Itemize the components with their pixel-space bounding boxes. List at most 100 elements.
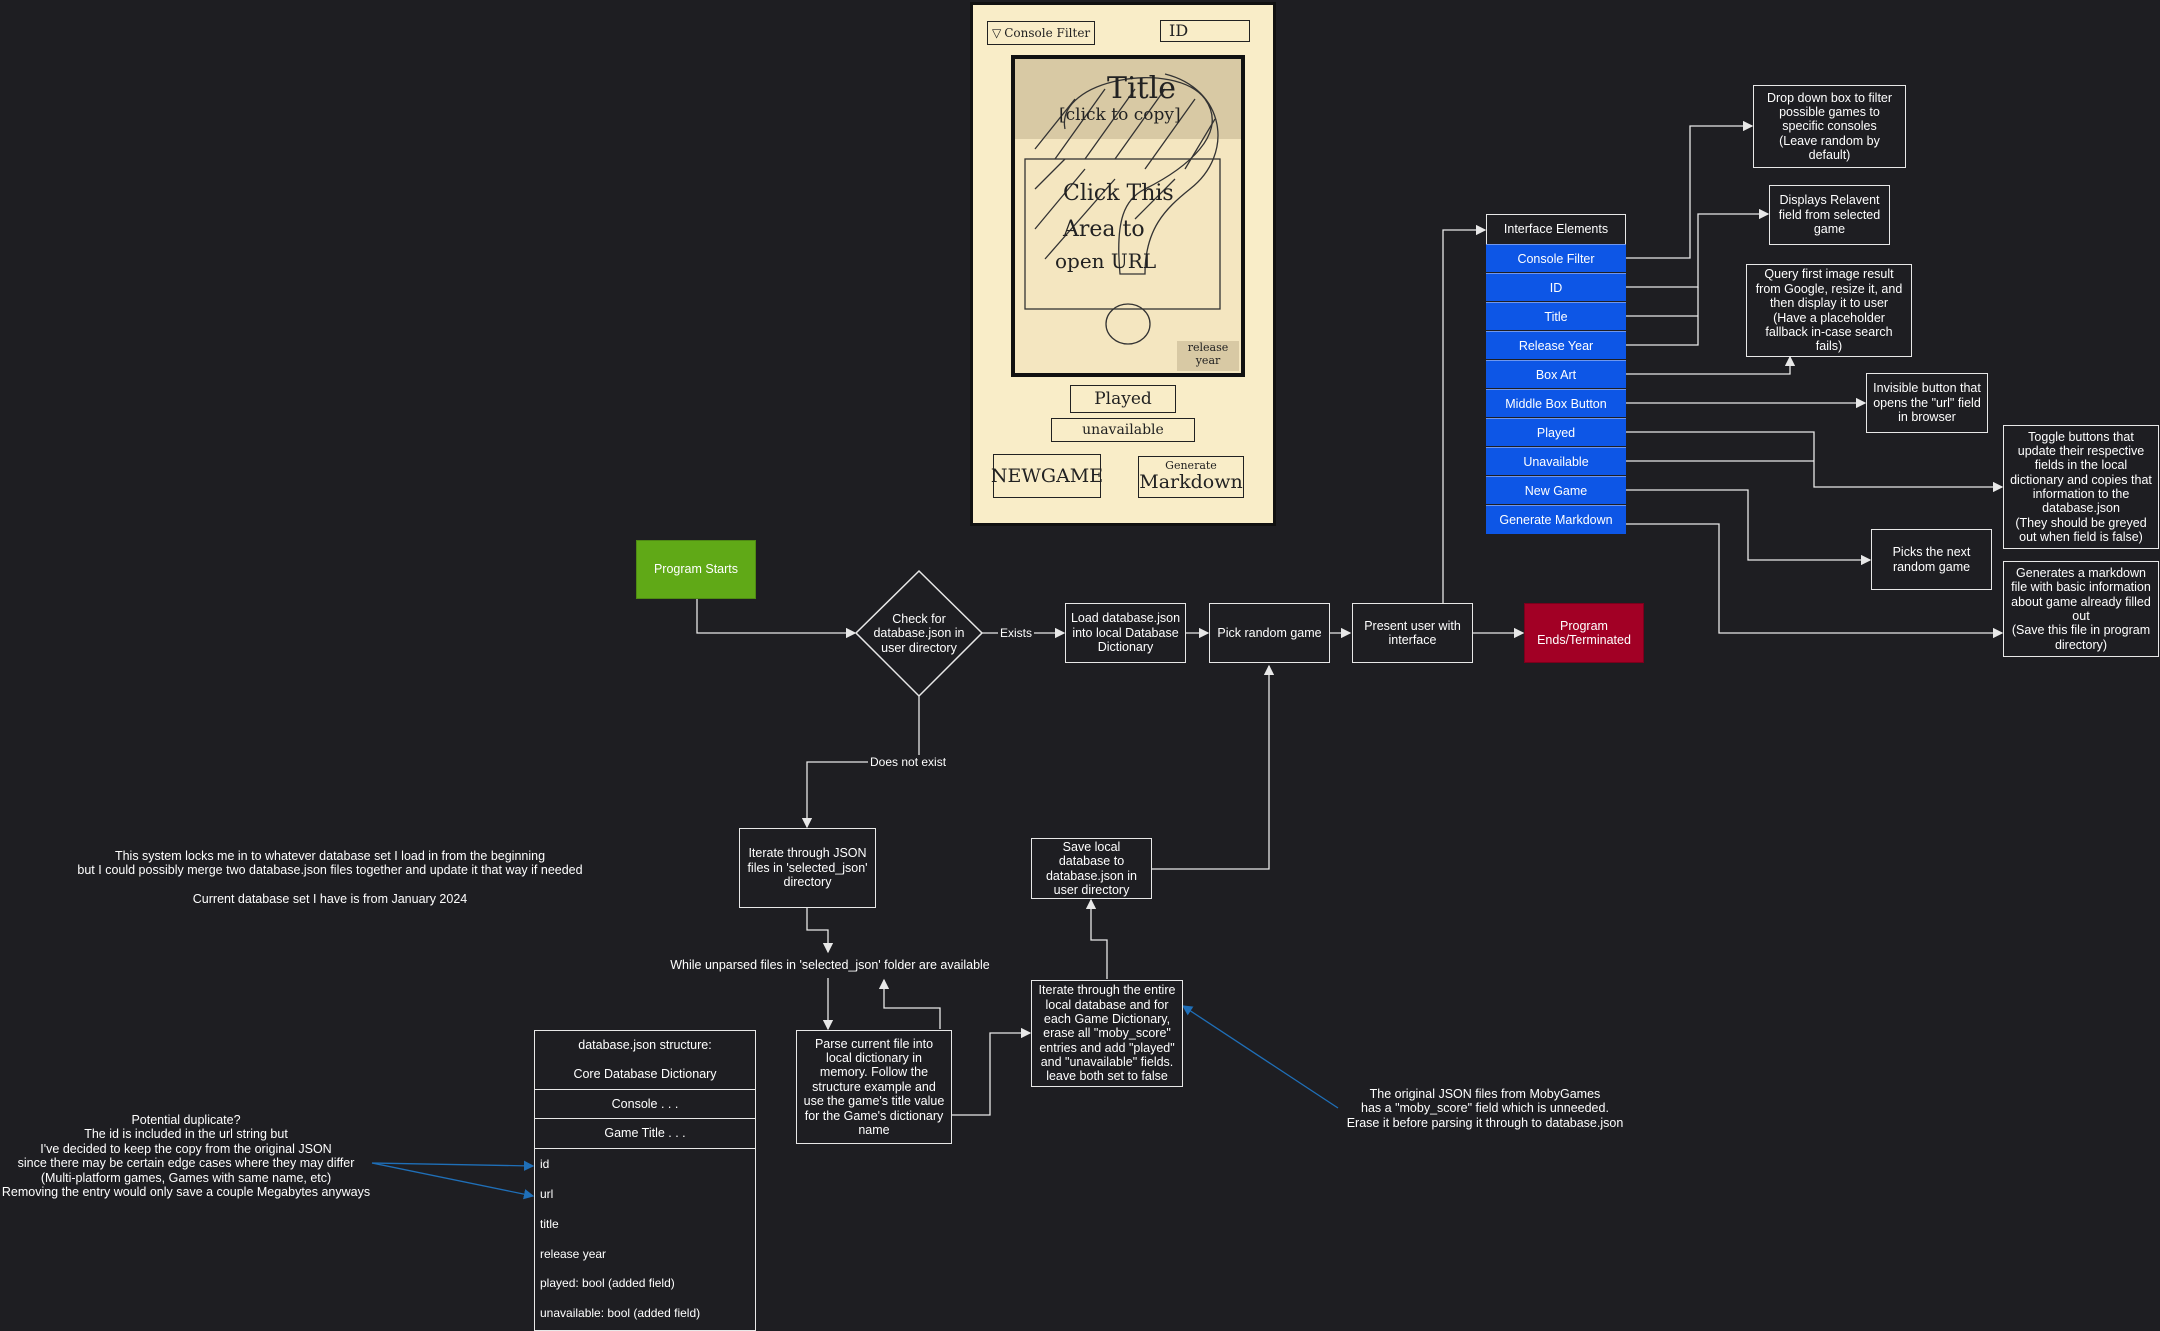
program-starts-node: Program Starts bbox=[636, 540, 756, 599]
sketch-unavailable: unavailable bbox=[1051, 418, 1195, 442]
edge-played bbox=[1626, 431, 2004, 493]
edge-iterate-to-while bbox=[806, 908, 834, 954]
edge-iterate-db-to-save bbox=[1085, 898, 1108, 979]
while-unparsed-label: While unparsed files in 'selected_json' … bbox=[670, 958, 990, 972]
interface-item-console-filter: Console Filter bbox=[1486, 244, 1626, 272]
note-arrow-url bbox=[371, 1162, 535, 1200]
interface-item-played: Played bbox=[1486, 418, 1626, 446]
sketch-title-hint: [click to copy] bbox=[1059, 105, 1181, 125]
load-database-node: Load database.json into local Database D… bbox=[1065, 603, 1186, 663]
sketch-played: Played bbox=[1070, 385, 1176, 413]
db-field-id: id bbox=[540, 1157, 550, 1171]
sketch-click-2: Area to bbox=[1063, 217, 1145, 242]
db-structure-title: database.json structure: bbox=[578, 1038, 712, 1053]
edge-generate-markdown bbox=[1626, 523, 2004, 639]
program-starts-label: Program Starts bbox=[653, 562, 739, 577]
program-ends-node: Program Ends/Terminated bbox=[1524, 603, 1644, 663]
sketch-click-1: Click This bbox=[1063, 181, 1174, 206]
pick-random-node: Pick random game bbox=[1209, 603, 1330, 663]
iterate-json-label: Iterate through JSON files in 'selected_… bbox=[747, 846, 868, 890]
sketch-played-label: Played bbox=[1094, 389, 1152, 409]
desc-invisible-button: Invisible button that opens the "url" fi… bbox=[1866, 373, 1988, 433]
parse-file-node: Parse current file into local dictionary… bbox=[796, 1030, 952, 1144]
db-core-row: Core Database Dictionary bbox=[534, 1060, 756, 1090]
desc-next-random: Picks the next random game bbox=[1871, 529, 1992, 590]
db-fields-container bbox=[534, 1148, 756, 1331]
present-interface-label: Present user with interface bbox=[1364, 618, 1461, 647]
sketch-generate-2: Markdown bbox=[1139, 471, 1243, 493]
desc-displays-text: Displays Relavent field from selected ga… bbox=[1778, 193, 1881, 237]
desc-dropdown: Drop down box to filter possible games t… bbox=[1753, 85, 1906, 168]
sketch-release-year: release year bbox=[1177, 341, 1239, 371]
db-core-label: Core Database Dictionary bbox=[573, 1067, 717, 1082]
program-ends-label: Program Ends/Terminated bbox=[1537, 618, 1631, 647]
interface-item-id: ID bbox=[1486, 273, 1626, 301]
edge-save-to-pick bbox=[1152, 664, 1275, 870]
interface-item-middle-box-button: Middle Box Button bbox=[1486, 389, 1626, 417]
desc-displays: Displays Relavent field from selected ga… bbox=[1769, 185, 1890, 245]
sketch-generate-markdown: Generate Markdown bbox=[1138, 456, 1244, 498]
interface-item-box-art: Box Art bbox=[1486, 360, 1626, 388]
db-field-url: url bbox=[540, 1187, 554, 1201]
sketch-box-art: Title [click to copy] Click This Area to… bbox=[1011, 55, 1245, 377]
load-database-label: Load database.json into local Database D… bbox=[1070, 611, 1181, 655]
interface-item-unavailable: Unavailable bbox=[1486, 447, 1626, 475]
desc-dropdown-text: Drop down box to filter possible games t… bbox=[1766, 90, 1893, 163]
present-interface-node: Present user with interface bbox=[1352, 603, 1473, 663]
edge-release-year bbox=[1626, 287, 1699, 346]
sketch-console-filter: ▽ Console Filter bbox=[987, 21, 1095, 45]
decision-diamond bbox=[854, 569, 984, 698]
sketch-title: Title bbox=[1107, 71, 1177, 106]
edge-box-art bbox=[1626, 355, 1796, 375]
iterate-database-node: Iterate through the entire local databas… bbox=[1031, 980, 1183, 1087]
db-console-label: Console . . . bbox=[611, 1096, 679, 1111]
interface-item-release-year: Release Year bbox=[1486, 331, 1626, 359]
interface-elements-title: Interface Elements bbox=[1503, 222, 1609, 237]
note-arrow-moby bbox=[1181, 1005, 1339, 1109]
desc-markdown-text: Generates a markdown file with basic inf… bbox=[2011, 565, 2151, 652]
triangle-icon: ▽ bbox=[992, 26, 1002, 40]
note-moby-score: The original JSON files from MobyGames h… bbox=[1346, 1087, 1624, 1130]
desc-toggle-text: Toggle buttons that update their respect… bbox=[2010, 429, 2152, 545]
pick-random-label: Pick random game bbox=[1217, 625, 1322, 640]
sketch-click-3: open URL bbox=[1055, 249, 1157, 273]
db-field-played: played: bool (added field) bbox=[540, 1276, 675, 1290]
parse-file-label: Parse current file into local dictionary… bbox=[803, 1036, 945, 1137]
edge-present-to-interface bbox=[1442, 224, 1487, 603]
note-lock-in: This system locks me in to whatever data… bbox=[77, 849, 583, 907]
edge-id bbox=[1626, 208, 1770, 288]
sketch-id-label: ID bbox=[1169, 21, 1189, 40]
sketch-release-year-2: year bbox=[1195, 354, 1221, 367]
desc-markdown: Generates a markdown file with basic inf… bbox=[2003, 561, 2159, 657]
note-arrow-id bbox=[371, 1160, 535, 1172]
sketch-new-game: NEWGAME bbox=[990, 454, 1104, 498]
iterate-database-label: Iterate through the entire local databas… bbox=[1038, 983, 1176, 1084]
check-database-label: Check for database.json in user director… bbox=[873, 612, 965, 655]
save-database-node: Save local database to database.json in … bbox=[1031, 838, 1152, 899]
desc-invisible-button-text: Invisible button that opens the "url" fi… bbox=[1873, 381, 1981, 425]
does-not-exist-label: Does not exist bbox=[868, 755, 949, 769]
desc-toggle: Toggle buttons that update their respect… bbox=[2003, 425, 2159, 549]
question-mark-doodle bbox=[1024, 73, 1221, 345]
edge-new-game bbox=[1626, 489, 1872, 566]
desc-query-image-text: Query first image result from Google, re… bbox=[1755, 267, 1903, 354]
exists-label: Exists bbox=[998, 626, 1035, 640]
db-field-title: title bbox=[540, 1217, 559, 1231]
sketch-release-year-1: release bbox=[1187, 341, 1229, 354]
desc-next-random-text: Picks the next random game bbox=[1892, 545, 1971, 574]
edge-parse-to-iterate-db bbox=[952, 1027, 1032, 1116]
sketch-generate-1: Generate bbox=[1165, 459, 1217, 472]
sketch-unavailable-label: unavailable bbox=[1082, 422, 1164, 438]
db-field-unavailable: unavailable: bool (added field) bbox=[540, 1306, 701, 1320]
db-structure-header: database.json structure: bbox=[534, 1030, 756, 1061]
edge-does-not-exist bbox=[801, 696, 920, 829]
edge-console-filter bbox=[1626, 120, 1754, 259]
edge-parse-loop bbox=[878, 978, 941, 1029]
sketch-console-filter-label: Console Filter bbox=[1004, 26, 1091, 40]
interface-item-generate-markdown: Generate Markdown bbox=[1486, 505, 1626, 534]
iterate-json-node: Iterate through JSON files in 'selected_… bbox=[739, 828, 876, 908]
db-game-title-label: Game Title . . . bbox=[604, 1126, 686, 1141]
note-duplicate: Potential duplicate? The id is included … bbox=[1, 1113, 371, 1199]
sketch-new-game-label: NEWGAME bbox=[990, 465, 1104, 487]
